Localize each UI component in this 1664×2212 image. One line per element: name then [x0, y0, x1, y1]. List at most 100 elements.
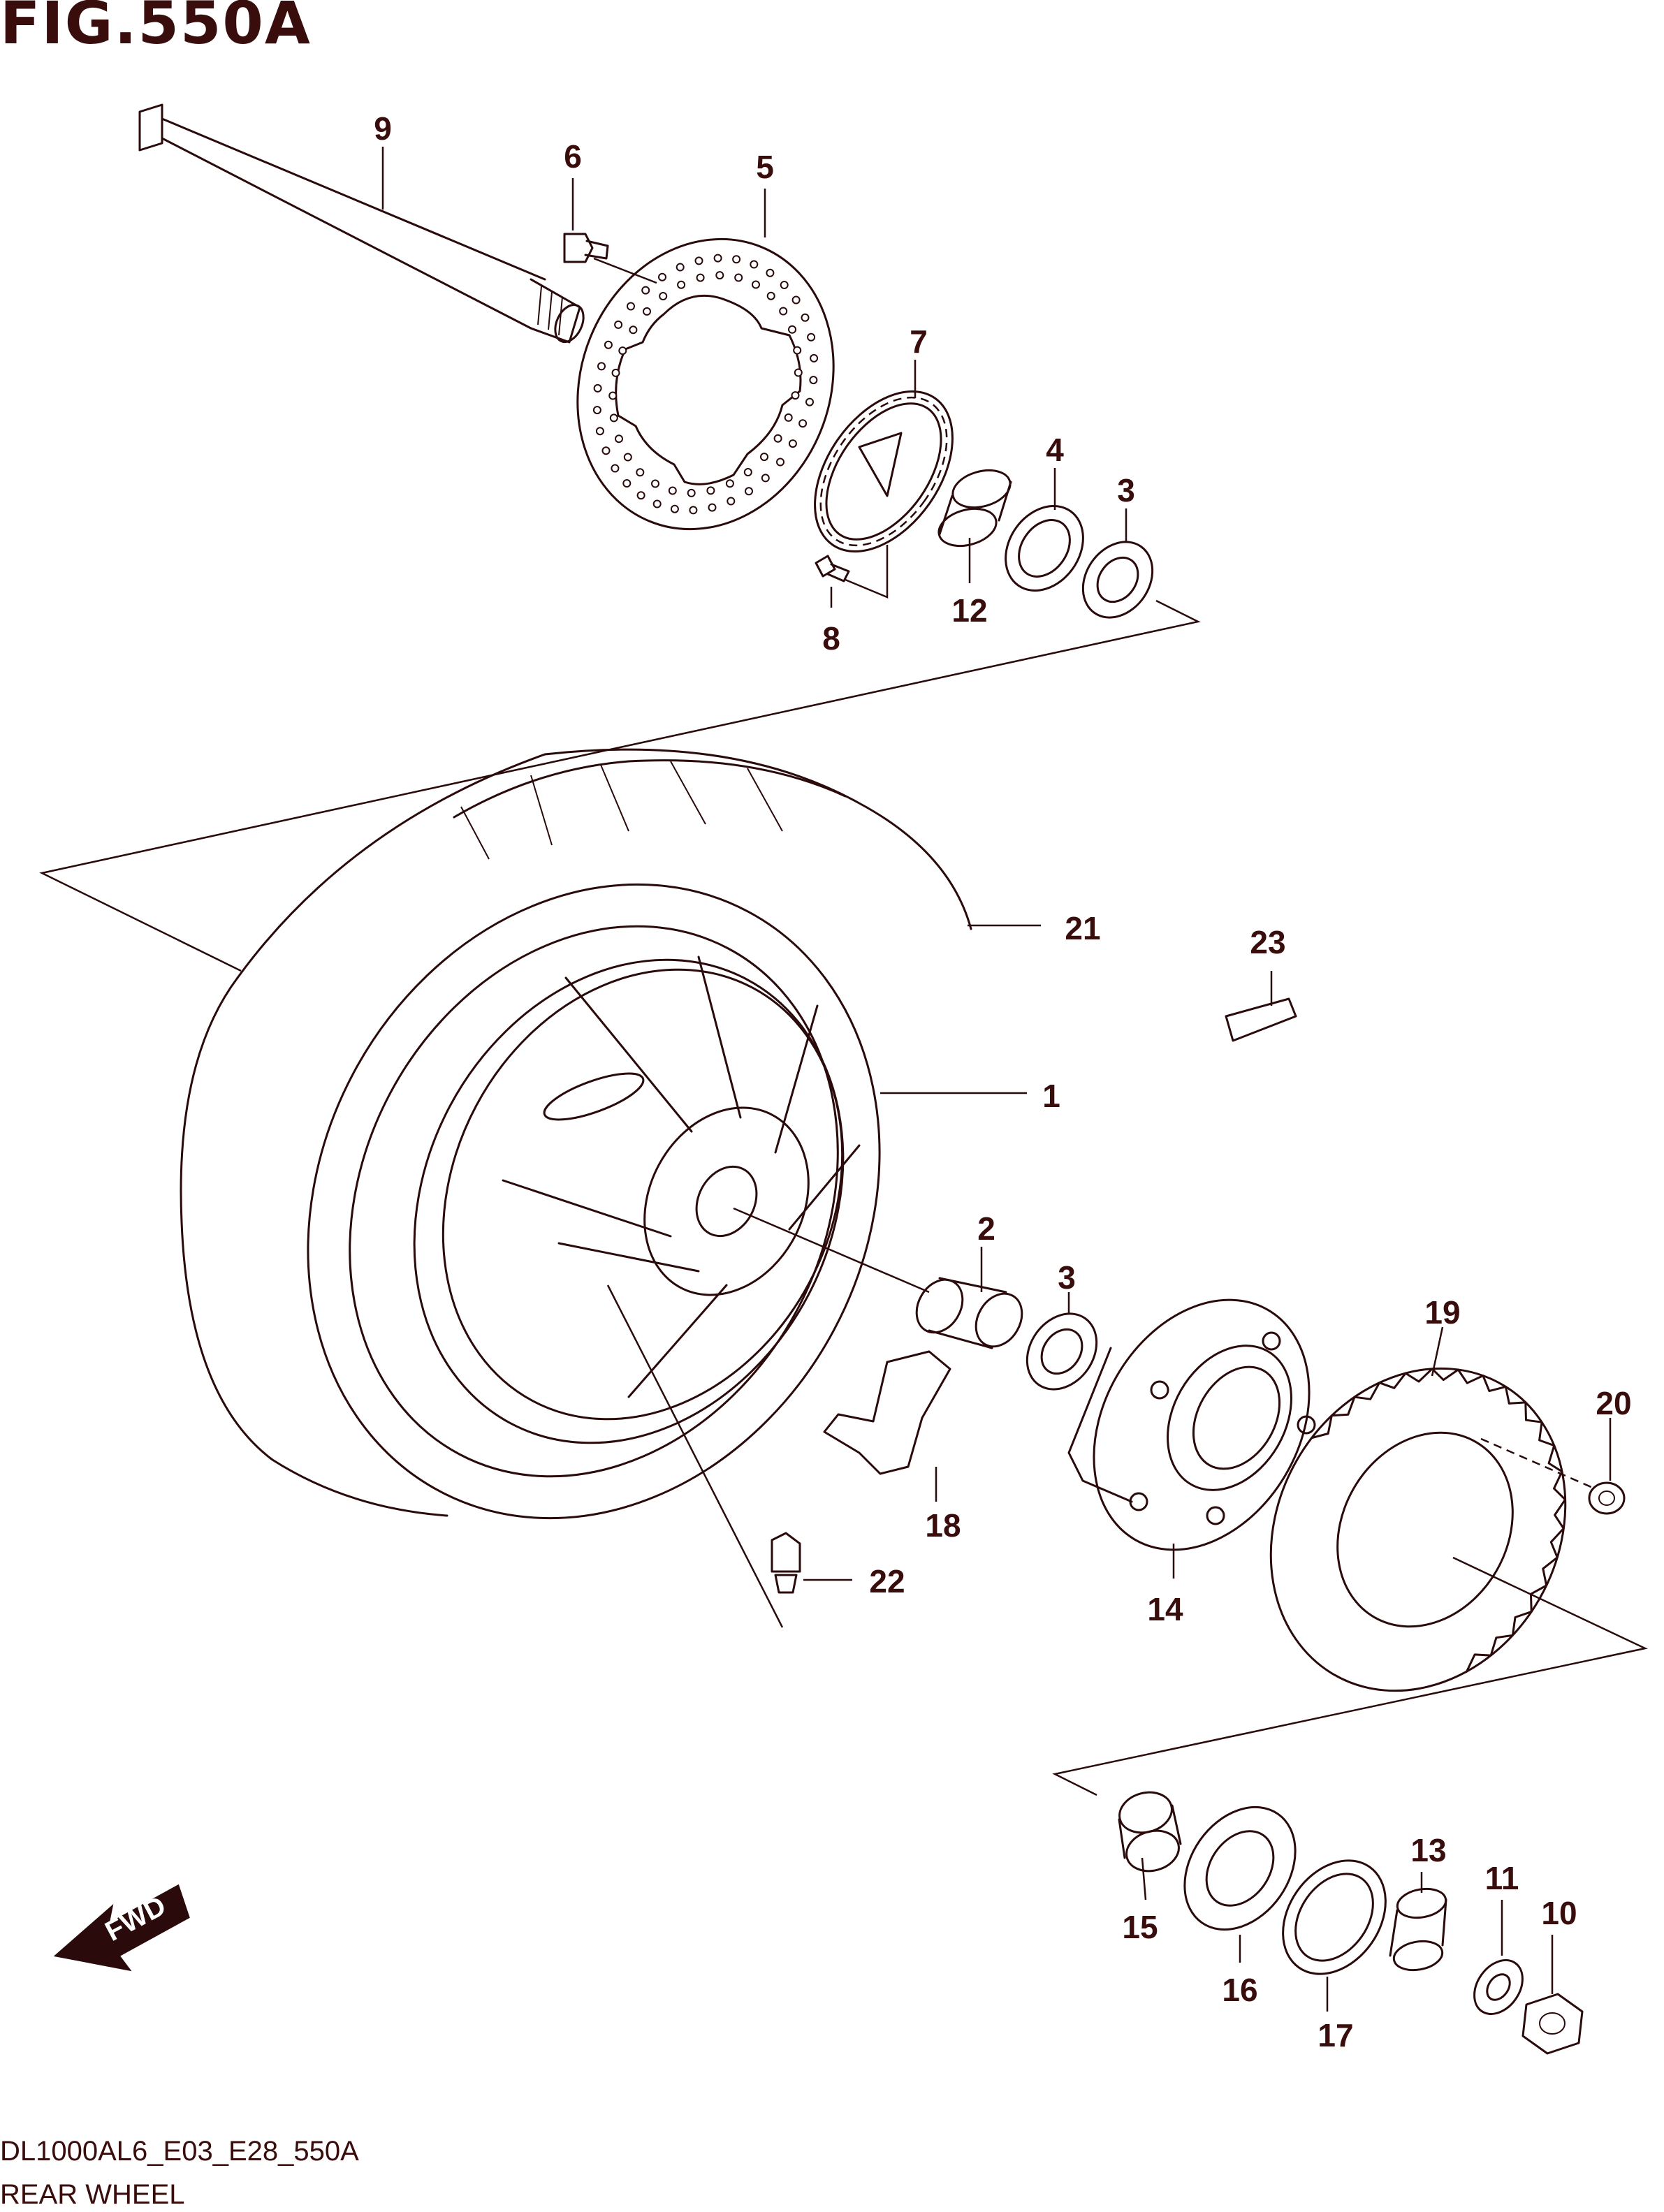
callout-5: 5: [756, 149, 774, 185]
axle-guide: [733, 1207, 930, 1294]
callout-19: 19: [1424, 1294, 1460, 1331]
callout-9: 9: [374, 110, 392, 147]
disc-hole: [725, 479, 734, 488]
disc-hole: [608, 391, 618, 400]
figure-title: FIG.550A: [0, 0, 312, 57]
part-axle: [138, 103, 585, 344]
disc-hole: [706, 486, 715, 495]
callout-1: 1: [1042, 1078, 1060, 1114]
middle-exploded-guide: [1052, 1556, 1648, 1796]
callout-2: 2: [977, 1210, 995, 1247]
callout-8: 8: [822, 620, 840, 657]
disc-hole: [611, 464, 620, 473]
disc-hole: [601, 446, 611, 455]
disc-hole: [810, 353, 819, 362]
disc-hole: [636, 491, 645, 500]
callout-13: 13: [1410, 1832, 1446, 1868]
part-spacer-13: [1389, 1887, 1447, 1972]
disc-hole: [609, 413, 618, 423]
callout-21: 21: [1065, 910, 1100, 946]
disc-hole: [734, 273, 743, 282]
disc-hole: [766, 268, 775, 277]
callout-6: 6: [564, 138, 582, 175]
callout-18: 18: [925, 1507, 961, 1544]
disc-hole: [592, 406, 601, 415]
callout-17: 17: [1318, 2017, 1353, 2053]
part-tire: [180, 748, 972, 1520]
disc-hole: [780, 281, 789, 289]
part-seal-4: [1005, 505, 1084, 592]
disc-hole: [622, 479, 632, 488]
fwd-arrow-icon: FWD: [53, 1884, 190, 1972]
part-bolt-8: [815, 555, 850, 583]
part-bearing-3-upper: [1081, 541, 1154, 619]
disc-hole: [779, 307, 788, 316]
callouts: 9 6 5 7 4 3 8 12 21 23 1 2 3 19 20 18 22…: [374, 110, 1631, 2053]
disc-hole: [727, 497, 736, 506]
part-valve-22: [771, 1532, 801, 1594]
part-collar-2: [915, 1277, 1023, 1349]
disc-hole: [670, 504, 679, 513]
disc-hole: [629, 325, 638, 335]
disc-hole: [687, 488, 696, 497]
disc-hole: [788, 325, 796, 334]
disc-hole: [659, 292, 668, 300]
callout-11: 11: [1485, 1860, 1519, 1896]
part-bracket-18: [823, 1350, 951, 1475]
callout-3-middle: 3: [1058, 1259, 1076, 1296]
part-wheel: [413, 955, 861, 1444]
callout-14: 14: [1147, 1591, 1183, 1627]
disc-hole: [794, 368, 803, 377]
callout-23: 23: [1250, 924, 1285, 960]
disc-hole: [750, 260, 759, 269]
nut-20-guide: [1480, 1437, 1593, 1489]
diagram-code: DL1000AL6_E03_E28_550A: [0, 2136, 359, 2167]
disc-hole: [801, 313, 810, 322]
diagram-caption: REAR WHEEL: [0, 2179, 185, 2210]
part-washer-11: [1473, 1959, 1524, 2015]
part-nut-10: [1521, 1993, 1584, 2055]
disc-hole: [788, 439, 797, 448]
disc-hole: [676, 263, 685, 272]
part-spacer-12: [937, 469, 1012, 547]
callout-22: 22: [869, 1563, 905, 1599]
part-weight-23: [1225, 997, 1297, 1042]
part-bearing-3-middle: [1026, 1312, 1098, 1391]
callout-4: 4: [1046, 432, 1064, 468]
callout-3-upper: 3: [1117, 472, 1135, 508]
callout-10: 10: [1541, 1895, 1577, 1931]
disc-hole: [807, 332, 816, 342]
disc-hole: [689, 506, 698, 515]
part-sprocket-carrier: [1067, 1298, 1316, 1551]
disc-hole: [595, 427, 604, 436]
disc-hole: [651, 479, 659, 488]
part-bolt-6: [563, 233, 609, 263]
disc-hole: [597, 362, 606, 371]
disc-hole: [713, 254, 722, 263]
disc-hole: [809, 376, 818, 385]
disc-hole: [743, 468, 752, 476]
disc-hole: [614, 320, 623, 329]
disc-hole: [773, 434, 782, 443]
disc-hole: [760, 453, 768, 462]
disc-hole: [593, 383, 602, 393]
callout-20: 20: [1596, 1385, 1631, 1421]
disc-hole: [677, 280, 686, 289]
disc-hole: [627, 302, 635, 311]
disc-hole: [658, 272, 666, 281]
disc-hole: [696, 273, 705, 282]
upper-exploded-guide: [39, 599, 1201, 972]
disc-hole: [776, 457, 784, 467]
disc-hole: [623, 453, 632, 462]
disc-hole: [652, 499, 662, 508]
disc-hole: [745, 487, 753, 496]
part-spacer-15: [1118, 1791, 1182, 1873]
part-seal-17: [1282, 1859, 1387, 1975]
disc-hole: [636, 468, 645, 477]
disc-hole: [791, 295, 801, 305]
disc-hole: [668, 486, 677, 495]
leader-lines: [381, 147, 1612, 2012]
part-nut-20: [1588, 1481, 1626, 1515]
part-brake-disc: [576, 237, 835, 531]
